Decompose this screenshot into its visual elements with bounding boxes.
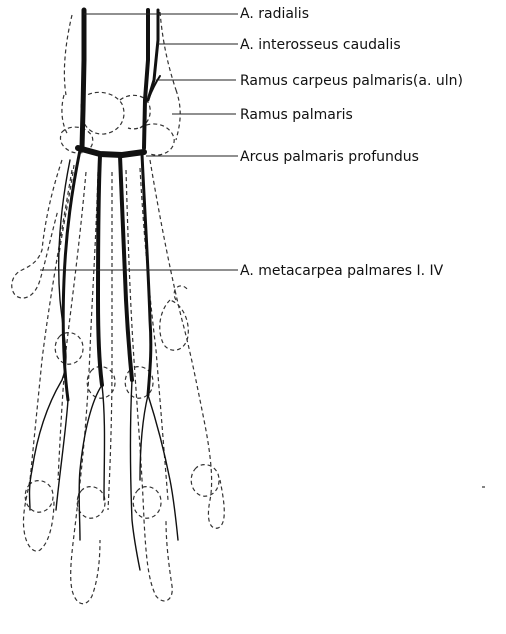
digital-branch-4 bbox=[102, 385, 105, 500]
second-digit-outline bbox=[23, 170, 86, 551]
label-ramus-palmaris: Ramus palmaris bbox=[240, 107, 353, 123]
fifth-digit-outline bbox=[150, 160, 224, 528]
a-interosseus-vessel bbox=[144, 10, 148, 148]
digital-branch-6 bbox=[148, 395, 178, 540]
label-metacarpea: A. metacarpea palmares I. IV bbox=[240, 263, 444, 279]
label-a-radialis: A. radialis bbox=[240, 6, 309, 22]
digital-branch-1 bbox=[30, 160, 71, 510]
digital-branch-2 bbox=[56, 400, 68, 510]
digital-branch-5 bbox=[131, 380, 141, 570]
metacarpal-artery-3 bbox=[120, 156, 132, 380]
leader-lines bbox=[40, 14, 238, 270]
third-digit-outline bbox=[71, 172, 112, 604]
label-ramus-carpeus: Ramus carpeus palmaris(a. uln) bbox=[240, 73, 463, 89]
metacarpal-artery-4 bbox=[142, 154, 151, 395]
joint-outlines bbox=[25, 286, 219, 518]
label-a-interosseus: A. interosseus caudalis bbox=[240, 37, 401, 53]
arcus-palmaris-vessel bbox=[78, 148, 144, 155]
a-radialis-vessel bbox=[82, 10, 84, 148]
forearm-bone-outline bbox=[62, 12, 180, 140]
labels: A. radialis A. interosseus caudalis Ramu… bbox=[240, 6, 463, 279]
label-arcus: Arcus palmaris profundus bbox=[240, 149, 419, 165]
